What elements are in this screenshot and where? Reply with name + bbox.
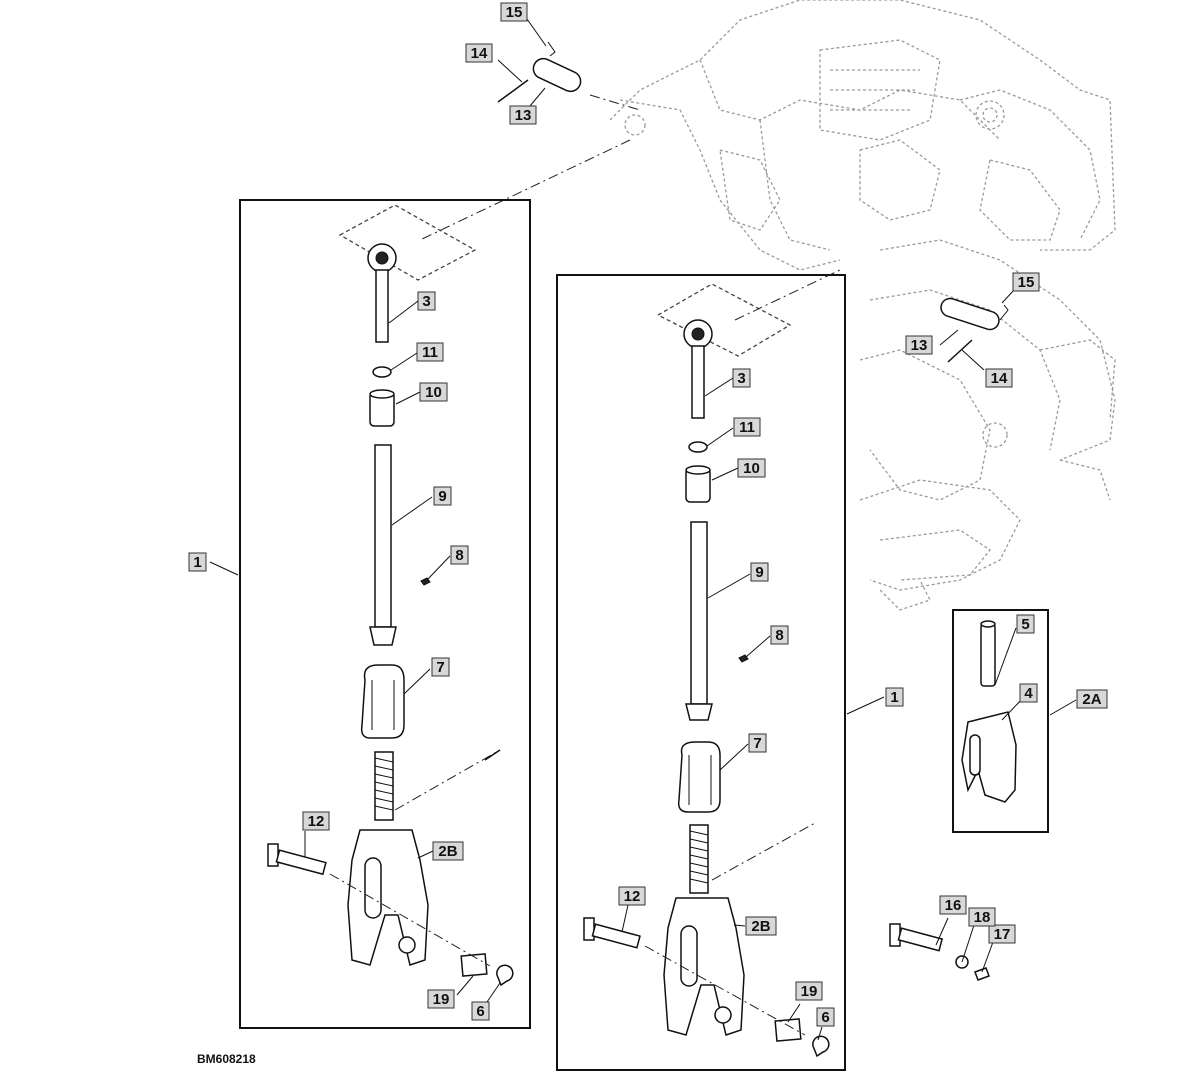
pin-14-right <box>947 339 973 363</box>
svg-text:5: 5 <box>1021 616 1029 633</box>
svg-text:10: 10 <box>425 384 442 401</box>
pin-13-right <box>940 297 1000 331</box>
svg-text:2A: 2A <box>1082 691 1101 708</box>
svg-text:8: 8 <box>775 627 783 644</box>
svg-text:3: 3 <box>422 293 430 310</box>
svg-text:12: 12 <box>624 888 641 905</box>
callout-9-left: 9 <box>433 486 452 506</box>
callout-3-right: 3 <box>732 368 751 388</box>
svg-text:17: 17 <box>994 926 1011 943</box>
svg-text:12: 12 <box>308 813 325 830</box>
svg-text:6: 6 <box>476 1003 484 1020</box>
top-pin-assembly <box>419 41 641 241</box>
svg-text:7: 7 <box>436 659 444 676</box>
svg-text:16: 16 <box>945 897 962 914</box>
callout-13-top: 13 <box>509 105 537 125</box>
leader-lines <box>209 18 1077 1041</box>
svg-text:11: 11 <box>422 344 438 361</box>
callout-4: 4 <box>1019 683 1038 703</box>
pin-14-top <box>497 79 529 103</box>
callout-11-left: 11 <box>416 342 444 362</box>
svg-text:18: 18 <box>974 909 991 926</box>
svg-text:19: 19 <box>801 983 818 1000</box>
tractor-ghost-outline <box>609 0 1116 611</box>
drawing-id: BM608218 <box>197 1052 256 1066</box>
pin-16-assembly <box>889 923 990 981</box>
left-assembly <box>239 199 531 1029</box>
svg-text:10: 10 <box>743 460 760 477</box>
callout-19-left: 19 <box>427 989 455 1009</box>
callout-12-left: 12 <box>302 811 330 831</box>
callout-2b-left: 2B <box>432 841 464 861</box>
callout-17: 17 <box>988 924 1016 944</box>
right-assembly-frame <box>556 274 846 1071</box>
svg-text:13: 13 <box>515 107 532 124</box>
callout-2b-right: 2B <box>745 916 777 936</box>
callout-6-left: 6 <box>471 1001 490 1021</box>
callout-3-left: 3 <box>417 291 436 311</box>
callout-16: 16 <box>939 895 967 915</box>
inset-2a-frame <box>952 609 1049 833</box>
callout-5: 5 <box>1016 614 1035 634</box>
svg-text:14: 14 <box>991 370 1008 387</box>
callout-7-right: 7 <box>748 733 767 753</box>
svg-text:1: 1 <box>890 689 898 706</box>
callout-8-right: 8 <box>770 625 789 645</box>
svg-text:3: 3 <box>737 370 745 387</box>
svg-text:2B: 2B <box>438 843 457 860</box>
callout-10-left: 10 <box>419 382 448 402</box>
callout-11-right: 11 <box>733 417 761 437</box>
svg-text:4: 4 <box>1024 685 1033 702</box>
clip-15-right <box>999 304 1009 321</box>
inset-2a <box>952 609 1049 833</box>
svg-text:2B: 2B <box>751 918 770 935</box>
callout-15-top: 15 <box>500 2 528 22</box>
svg-text:19: 19 <box>433 991 450 1008</box>
callout-19-right: 19 <box>795 981 823 1001</box>
svg-text:15: 15 <box>1018 274 1035 291</box>
callout-7-left: 7 <box>431 657 450 677</box>
svg-text:8: 8 <box>455 547 463 564</box>
callout-14-right: 14 <box>985 368 1013 388</box>
callout-15-right: 15 <box>1012 272 1040 292</box>
callout-12-right: 12 <box>618 886 646 906</box>
svg-text:11: 11 <box>739 419 755 436</box>
callout-18: 18 <box>968 907 996 927</box>
callout-2a: 2A <box>1076 689 1108 709</box>
svg-text:1: 1 <box>193 554 201 571</box>
svg-text:9: 9 <box>438 488 446 505</box>
callout-8-left: 8 <box>450 545 469 565</box>
right-assembly <box>556 269 846 1071</box>
svg-text:7: 7 <box>753 735 761 752</box>
right-pin-assembly <box>940 297 1009 363</box>
callout-1-left: 1 <box>188 552 207 572</box>
svg-text:13: 13 <box>911 337 928 354</box>
callout-6-right: 6 <box>816 1007 835 1027</box>
callout-10-right: 10 <box>737 458 766 478</box>
callout-9-right: 9 <box>750 562 769 582</box>
left-assembly-frame <box>239 199 531 1029</box>
svg-text:15: 15 <box>506 4 523 21</box>
svg-text:6: 6 <box>821 1009 829 1026</box>
callout-1-right: 1 <box>885 687 904 707</box>
pin-13-top <box>532 57 582 93</box>
svg-text:9: 9 <box>755 564 763 581</box>
clip-15-top <box>547 41 556 57</box>
callout-14-top: 14 <box>465 43 493 63</box>
svg-text:14: 14 <box>471 45 488 62</box>
callout-13-right: 13 <box>905 335 933 355</box>
